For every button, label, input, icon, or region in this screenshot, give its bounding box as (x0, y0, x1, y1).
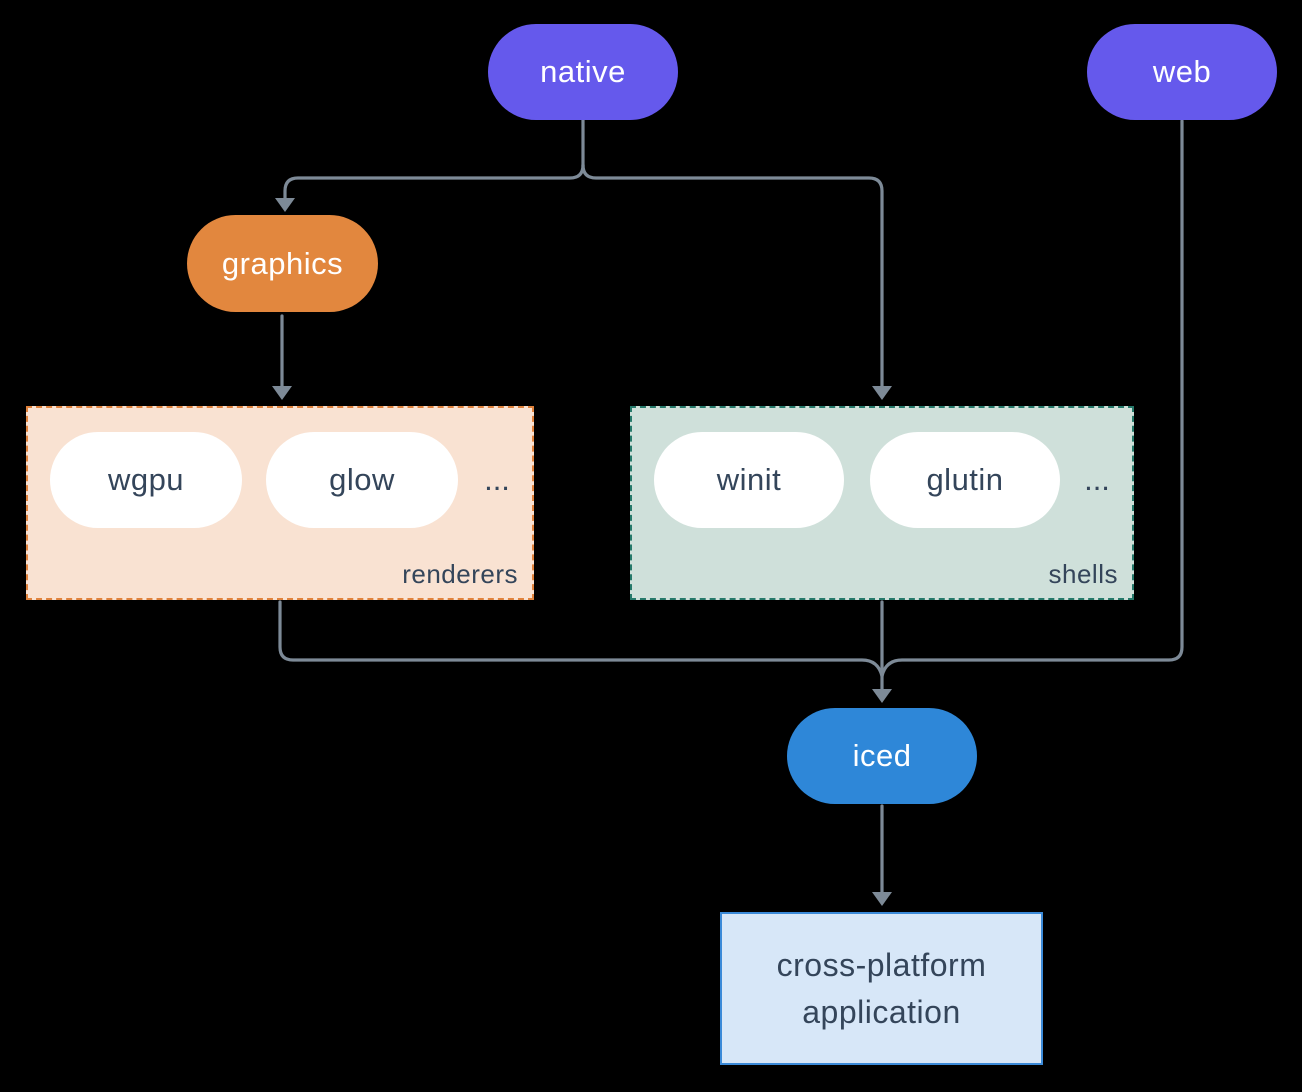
node-glow-label: glow (329, 462, 395, 497)
node-application-line2: application (802, 993, 961, 1030)
arrowhead-renderers-icon (272, 386, 292, 400)
arrowhead-shells-icon (872, 386, 892, 400)
node-iced-label: iced (852, 738, 912, 773)
node-wgpu: wgpu (50, 432, 242, 528)
edge-web-to-merge (880, 119, 1184, 678)
shells-ellipsis: ... (1084, 462, 1110, 497)
edge-native-to-graphics (283, 163, 585, 201)
group-shells: winit glutin ... shells (630, 406, 1134, 600)
edge-native-to-shells (581, 163, 884, 389)
renderers-ellipsis: ... (484, 462, 510, 497)
node-winit-label: winit (716, 462, 782, 497)
node-wgpu-label: wgpu (107, 462, 185, 497)
arrowhead-graphics-icon (275, 198, 295, 212)
node-web-label: web (1152, 54, 1212, 89)
arrowhead-application-icon (872, 892, 892, 906)
node-winit: winit (654, 432, 844, 528)
group-shells-label: shells (1048, 559, 1118, 589)
node-web: web (1087, 24, 1277, 120)
node-application: cross-platform application (720, 912, 1043, 1065)
node-glutin-label: glutin (926, 462, 1004, 497)
node-native: native (488, 24, 678, 120)
arrowhead-iced-icon (872, 689, 892, 703)
edge-renderers-to-merge (278, 600, 884, 678)
group-renderers-label: renderers (402, 559, 518, 589)
node-application-line1: cross-platform (776, 946, 987, 983)
group-renderers: wgpu glow ... renderers (26, 406, 534, 600)
node-iced: iced (787, 708, 977, 804)
node-glow: glow (266, 432, 458, 528)
node-graphics-label: graphics (221, 245, 344, 281)
node-native-label: native (540, 54, 626, 89)
node-graphics: graphics (187, 215, 378, 312)
node-glutin: glutin (870, 432, 1060, 528)
